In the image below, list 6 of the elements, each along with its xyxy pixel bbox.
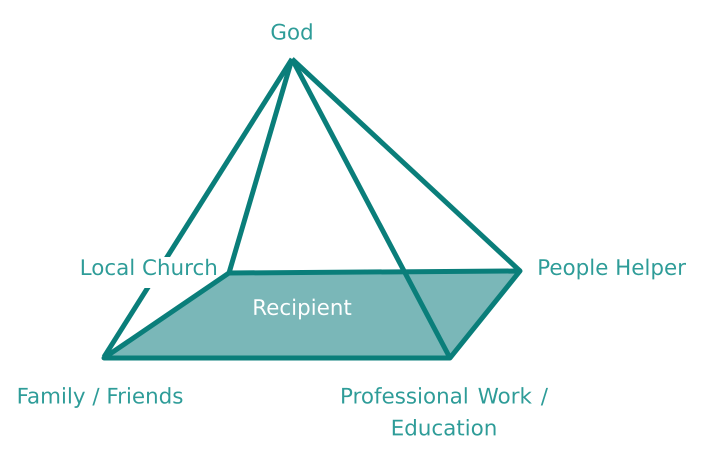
vertex-label: People Helper	[539, 258, 686, 280]
pyramid-edge	[102, 58, 294, 358]
vertex-label: Family / Friends	[18, 387, 182, 408]
vertex-label: Professional Work / Education	[342, 387, 548, 436]
vertex-label: God	[272, 23, 312, 40]
pyramid-edge	[226, 58, 294, 274]
